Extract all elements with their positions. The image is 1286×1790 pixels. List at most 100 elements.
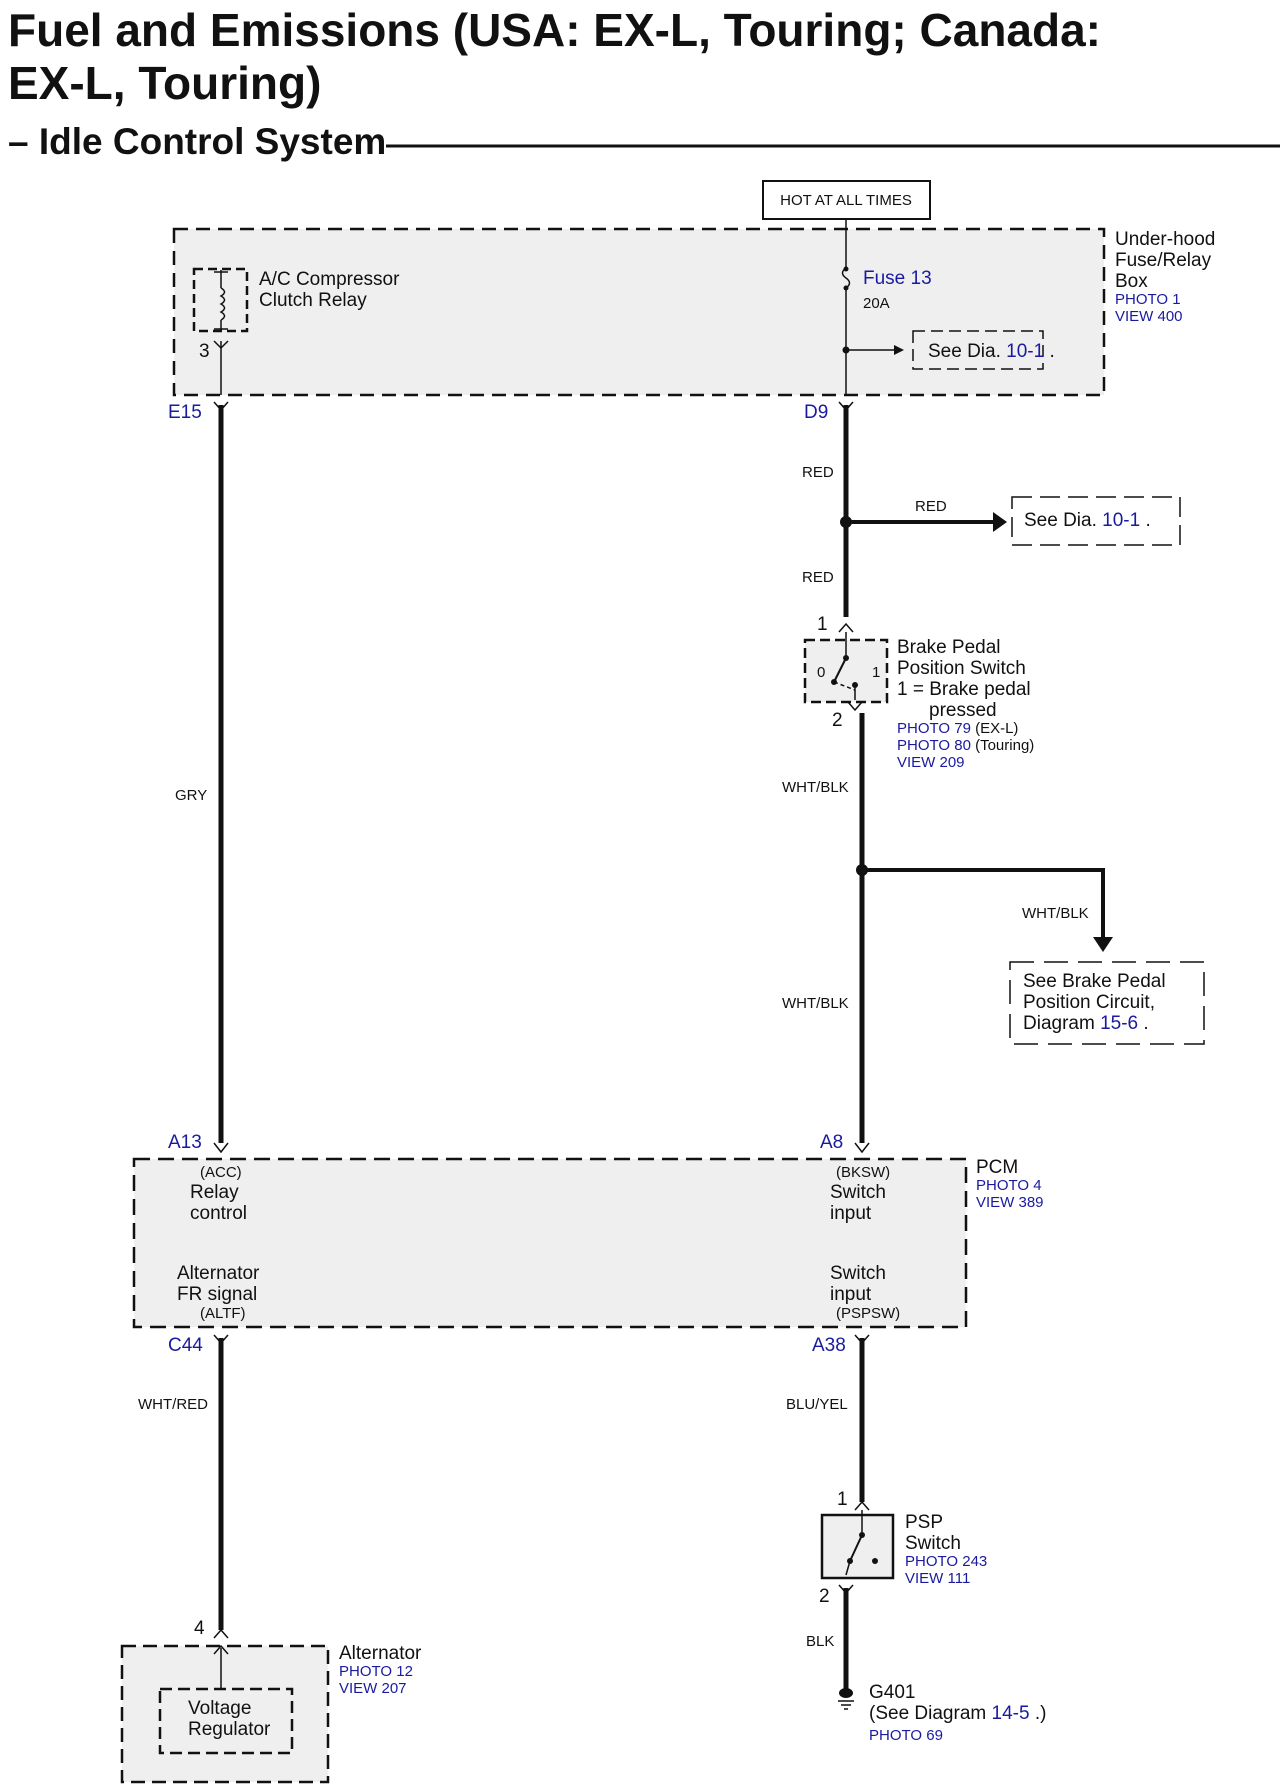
brake-ref-suffix: . — [1143, 1013, 1148, 1034]
pcm-altf-code: (ALTF) — [200, 1305, 246, 1322]
alternator-name: Alternator — [339, 1643, 422, 1664]
psp-switch: 2 PSP Switch PHOTO 243 VIEW 111 — [819, 1510, 987, 1607]
wire-label-wht-blk-3: WHT/BLK — [782, 995, 849, 1012]
ac-clutch-relay: A/C Compressor Clutch Relay 3 — [192, 267, 400, 395]
pcm-acc-2: control — [190, 1203, 247, 1224]
connector-a8: A8 — [820, 1132, 843, 1153]
wire-red: D9 RED RED RED See Dia. 10-1 . — [802, 401, 1181, 617]
title-line-1: Fuel and Emissions (USA: EX-L, Touring; … — [8, 4, 1101, 56]
brake-ref-link[interactable]: 15-6 — [1100, 1013, 1138, 1034]
red-see-link[interactable]: 10-1 — [1102, 510, 1140, 531]
psp-name-2: Switch — [905, 1533, 961, 1554]
ground-g401: G401 (See Diagram 14-5 .) PHOTO 69 — [838, 1682, 1046, 1744]
pcm-bksw-code: (BKSW) — [836, 1164, 890, 1181]
brake-name-1: Brake Pedal — [897, 637, 1001, 658]
wire-blk: BLK — [806, 1588, 849, 1690]
alternator: Voltage Regulator Alternator PHOTO 12 VI… — [120, 1643, 422, 1784]
section-title: – Idle Control System — [8, 121, 387, 162]
connector-a13: A13 — [168, 1132, 202, 1153]
ground-see-link[interactable]: 14-5 — [992, 1703, 1030, 1724]
connector-e15: E15 — [168, 402, 202, 423]
voltage-regulator-1: Voltage — [188, 1698, 251, 1719]
relay-pin-3: 3 — [199, 341, 210, 362]
fuse-relay-box: Under-hood Fuse/Relay Box PHOTO 1 VIEW 4… — [172, 227, 1215, 397]
svg-text:See Dia. 10-1 .: See Dia. 10-1 . — [1024, 510, 1151, 531]
wire-label-wht-blk-1: WHT/BLK — [782, 779, 849, 796]
brake-name-2: Position Switch — [897, 658, 1026, 679]
wire-label-red-2: RED — [915, 498, 947, 515]
brake-pos-0: 0 — [817, 664, 825, 681]
pcm-acc-code: (ACC) — [200, 1164, 242, 1181]
brake-pedal-switch: 1 0 1 2 Brake Pedal Position Switch 1 = … — [803, 614, 1034, 771]
svg-text:PHOTO 79 (EX-L): PHOTO 79 (EX-L) — [897, 720, 1018, 737]
brake-ref-prefix: Diagram — [1023, 1013, 1095, 1034]
power-source: HOT AT ALL TIMES — [762, 180, 931, 220]
fuse-box-name-2: Fuse/Relay — [1115, 250, 1212, 271]
wire-label-red-1: RED — [802, 464, 834, 481]
pcm-photo: PHOTO 4 — [976, 1177, 1042, 1194]
voltage-regulator-2: Regulator — [188, 1719, 271, 1740]
wire-label-blu-yel: BLU/YEL — [786, 1396, 848, 1413]
ground-photo: PHOTO 69 — [869, 1727, 943, 1744]
wire-blu-yel: A38 BLU/YEL 1 — [786, 1334, 870, 1511]
wire-label-gry: GRY — [175, 787, 207, 804]
alternator-view: VIEW 207 — [339, 1680, 407, 1697]
wire-wht-blk: WHT/BLK WHT/BLK WHT/BLK See Brake Pedal … — [782, 713, 1205, 1143]
pcm-pspsw-2: input — [830, 1284, 872, 1305]
pcm-altf-2: FR signal — [177, 1284, 257, 1305]
brake-view: VIEW 209 — [897, 754, 965, 771]
brake-ref-line-2: Position Circuit, — [1023, 992, 1155, 1013]
fuse-see-suffix: . — [1049, 341, 1054, 362]
fuse-see-link[interactable]: 10-1 — [1006, 341, 1044, 362]
brake-name-3: 1 = Brake pedal — [897, 679, 1031, 700]
psp-pin-1: 1 — [837, 1489, 848, 1510]
pcm-acc-1: Relay — [190, 1182, 239, 1203]
svg-text:Diagram 15-6 .: Diagram 15-6 . — [1023, 1013, 1149, 1034]
wire-gry: E15 GRY — [168, 401, 229, 1143]
brake-pos-1: 1 — [872, 664, 880, 681]
connector-d9: D9 — [804, 402, 828, 423]
red-see-prefix: See Dia. — [1024, 510, 1097, 531]
fuse-rating: 20A — [863, 295, 890, 312]
brake-photo-1: PHOTO 79 — [897, 720, 971, 737]
alternator-pin-4: 4 — [194, 1618, 205, 1639]
wire-label-red-3: RED — [802, 569, 834, 586]
power-label: HOT AT ALL TIMES — [780, 192, 912, 209]
pcm-pspsw-code: (PSPSW) — [836, 1305, 900, 1322]
fuse-box-name-1: Under-hood — [1115, 229, 1215, 250]
brake-photo-1-note: (EX-L) — [975, 720, 1018, 737]
pcm-pspsw-1: Switch — [830, 1263, 886, 1284]
wire-label-wht-red: WHT/RED — [138, 1396, 208, 1413]
alternator-photo: PHOTO 12 — [339, 1663, 413, 1680]
wire-label-blk: BLK — [806, 1633, 834, 1650]
wire-wht-red: C44 WHT/RED 4 — [138, 1334, 229, 1639]
fuse-box-name-3: Box — [1115, 271, 1148, 292]
wire-label-wht-blk-2: WHT/BLK — [1022, 905, 1089, 922]
svg-text:PHOTO 80 (Touring): PHOTO 80 (Touring) — [897, 737, 1034, 754]
psp-pin-2: 2 — [819, 1586, 830, 1607]
ground-see-suffix: .) — [1035, 1703, 1047, 1724]
connector-a38: A38 — [812, 1335, 846, 1356]
relay-name-1: A/C Compressor — [259, 269, 400, 290]
brake-pin-1: 1 — [817, 614, 828, 635]
pcm-view: VIEW 389 — [976, 1194, 1044, 1211]
pcm-bksw-2: input — [830, 1203, 872, 1224]
fuse-see-prefix: See Dia. — [928, 341, 1001, 362]
brake-photo-2: PHOTO 80 — [897, 737, 971, 754]
svg-text:See Dia. 10-1 .: See Dia. 10-1 . — [928, 341, 1055, 362]
brake-pin-2: 2 — [832, 710, 843, 731]
ground-name: G401 — [869, 1682, 915, 1703]
fuse-name: Fuse 13 — [863, 268, 932, 289]
red-see-suffix: . — [1145, 510, 1150, 531]
psp-view: VIEW 111 — [905, 1570, 970, 1587]
brake-name-4: pressed — [929, 700, 997, 721]
brake-ref-line-1: See Brake Pedal — [1023, 971, 1166, 992]
pcm-altf-1: Alternator — [177, 1263, 260, 1284]
ground-see-prefix: (See Diagram — [869, 1703, 986, 1724]
fuse-13: Fuse 13 20A See Dia. 10-1 . — [841, 219, 1055, 395]
brake-photo-2-note: (Touring) — [975, 737, 1034, 754]
psp-photo: PHOTO 243 — [905, 1553, 987, 1570]
svg-text:(See Diagram 14-5: (See Diagram 14-5 .) — [869, 1703, 1046, 1724]
pcm-unit: A13 A8 (ACC) Relay control (BKSW) Switch… — [132, 1132, 1044, 1329]
